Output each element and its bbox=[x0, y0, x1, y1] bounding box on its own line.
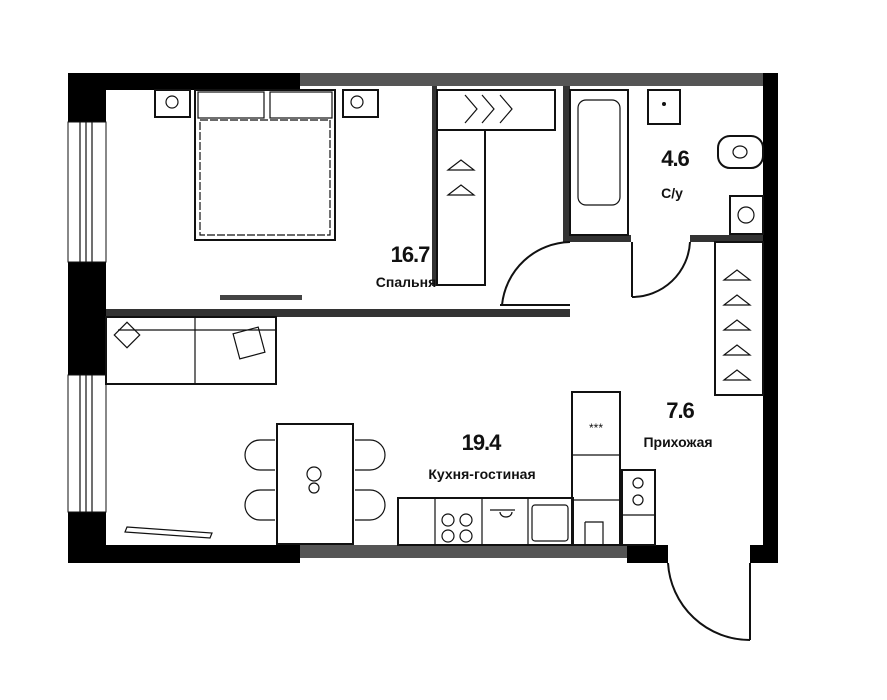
kitchen-counter: *** bbox=[397, 391, 621, 546]
hallway-area: 7.6 bbox=[666, 398, 695, 423]
kitchen-living-area: 19.4 bbox=[461, 430, 502, 455]
doors bbox=[500, 241, 751, 642]
sofa bbox=[105, 316, 277, 385]
hallway-stove bbox=[621, 469, 656, 546]
hallway-name: Прихожая bbox=[643, 434, 713, 450]
washing-machine bbox=[729, 195, 764, 235]
svg-text:***: *** bbox=[589, 421, 603, 435]
bedroom-name: Спальня bbox=[375, 274, 437, 290]
tv bbox=[220, 295, 302, 300]
window-bottom-left bbox=[67, 374, 107, 513]
window-top-left bbox=[67, 121, 107, 263]
sink-bathroom bbox=[647, 89, 681, 125]
bathroom-name: С/у bbox=[661, 185, 683, 201]
bathtub bbox=[569, 89, 629, 236]
wardrobe-hallway bbox=[714, 241, 764, 396]
wardrobe-bedroom bbox=[436, 89, 556, 286]
bathroom-area: 4.6 bbox=[661, 146, 690, 171]
toilet bbox=[717, 135, 764, 169]
dining-table bbox=[244, 423, 386, 545]
kitchen-living-name: Кухня-гостиная bbox=[428, 466, 536, 482]
radiator bbox=[124, 526, 213, 539]
bedroom-area: 16.7 bbox=[390, 242, 431, 267]
bed bbox=[154, 89, 379, 241]
